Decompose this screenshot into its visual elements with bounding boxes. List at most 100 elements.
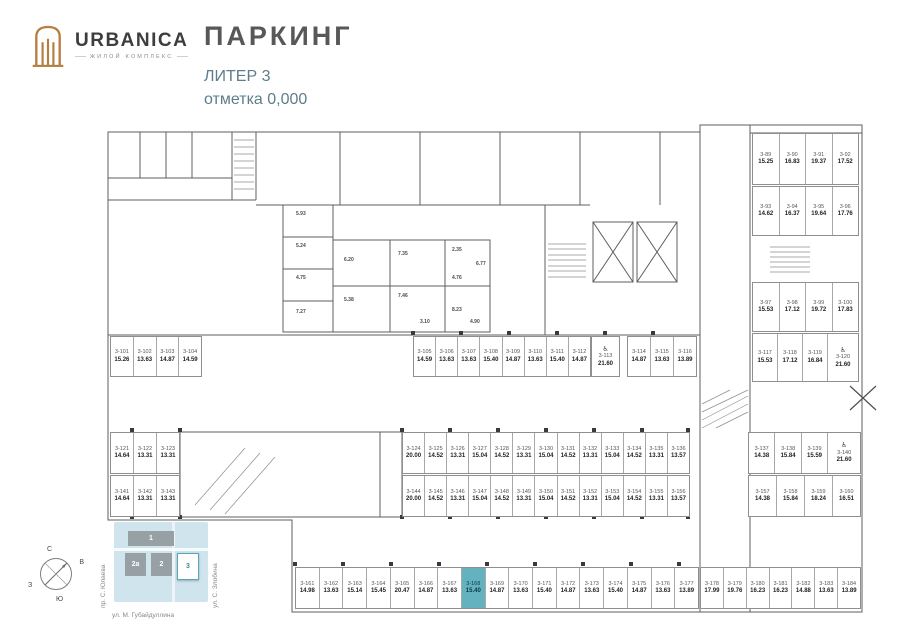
map-building[interactable]: 1	[128, 531, 174, 546]
map-building[interactable]: 2а	[125, 553, 146, 576]
map-building[interactable]: 2	[151, 553, 172, 576]
map-building[interactable]: 3	[177, 553, 199, 580]
